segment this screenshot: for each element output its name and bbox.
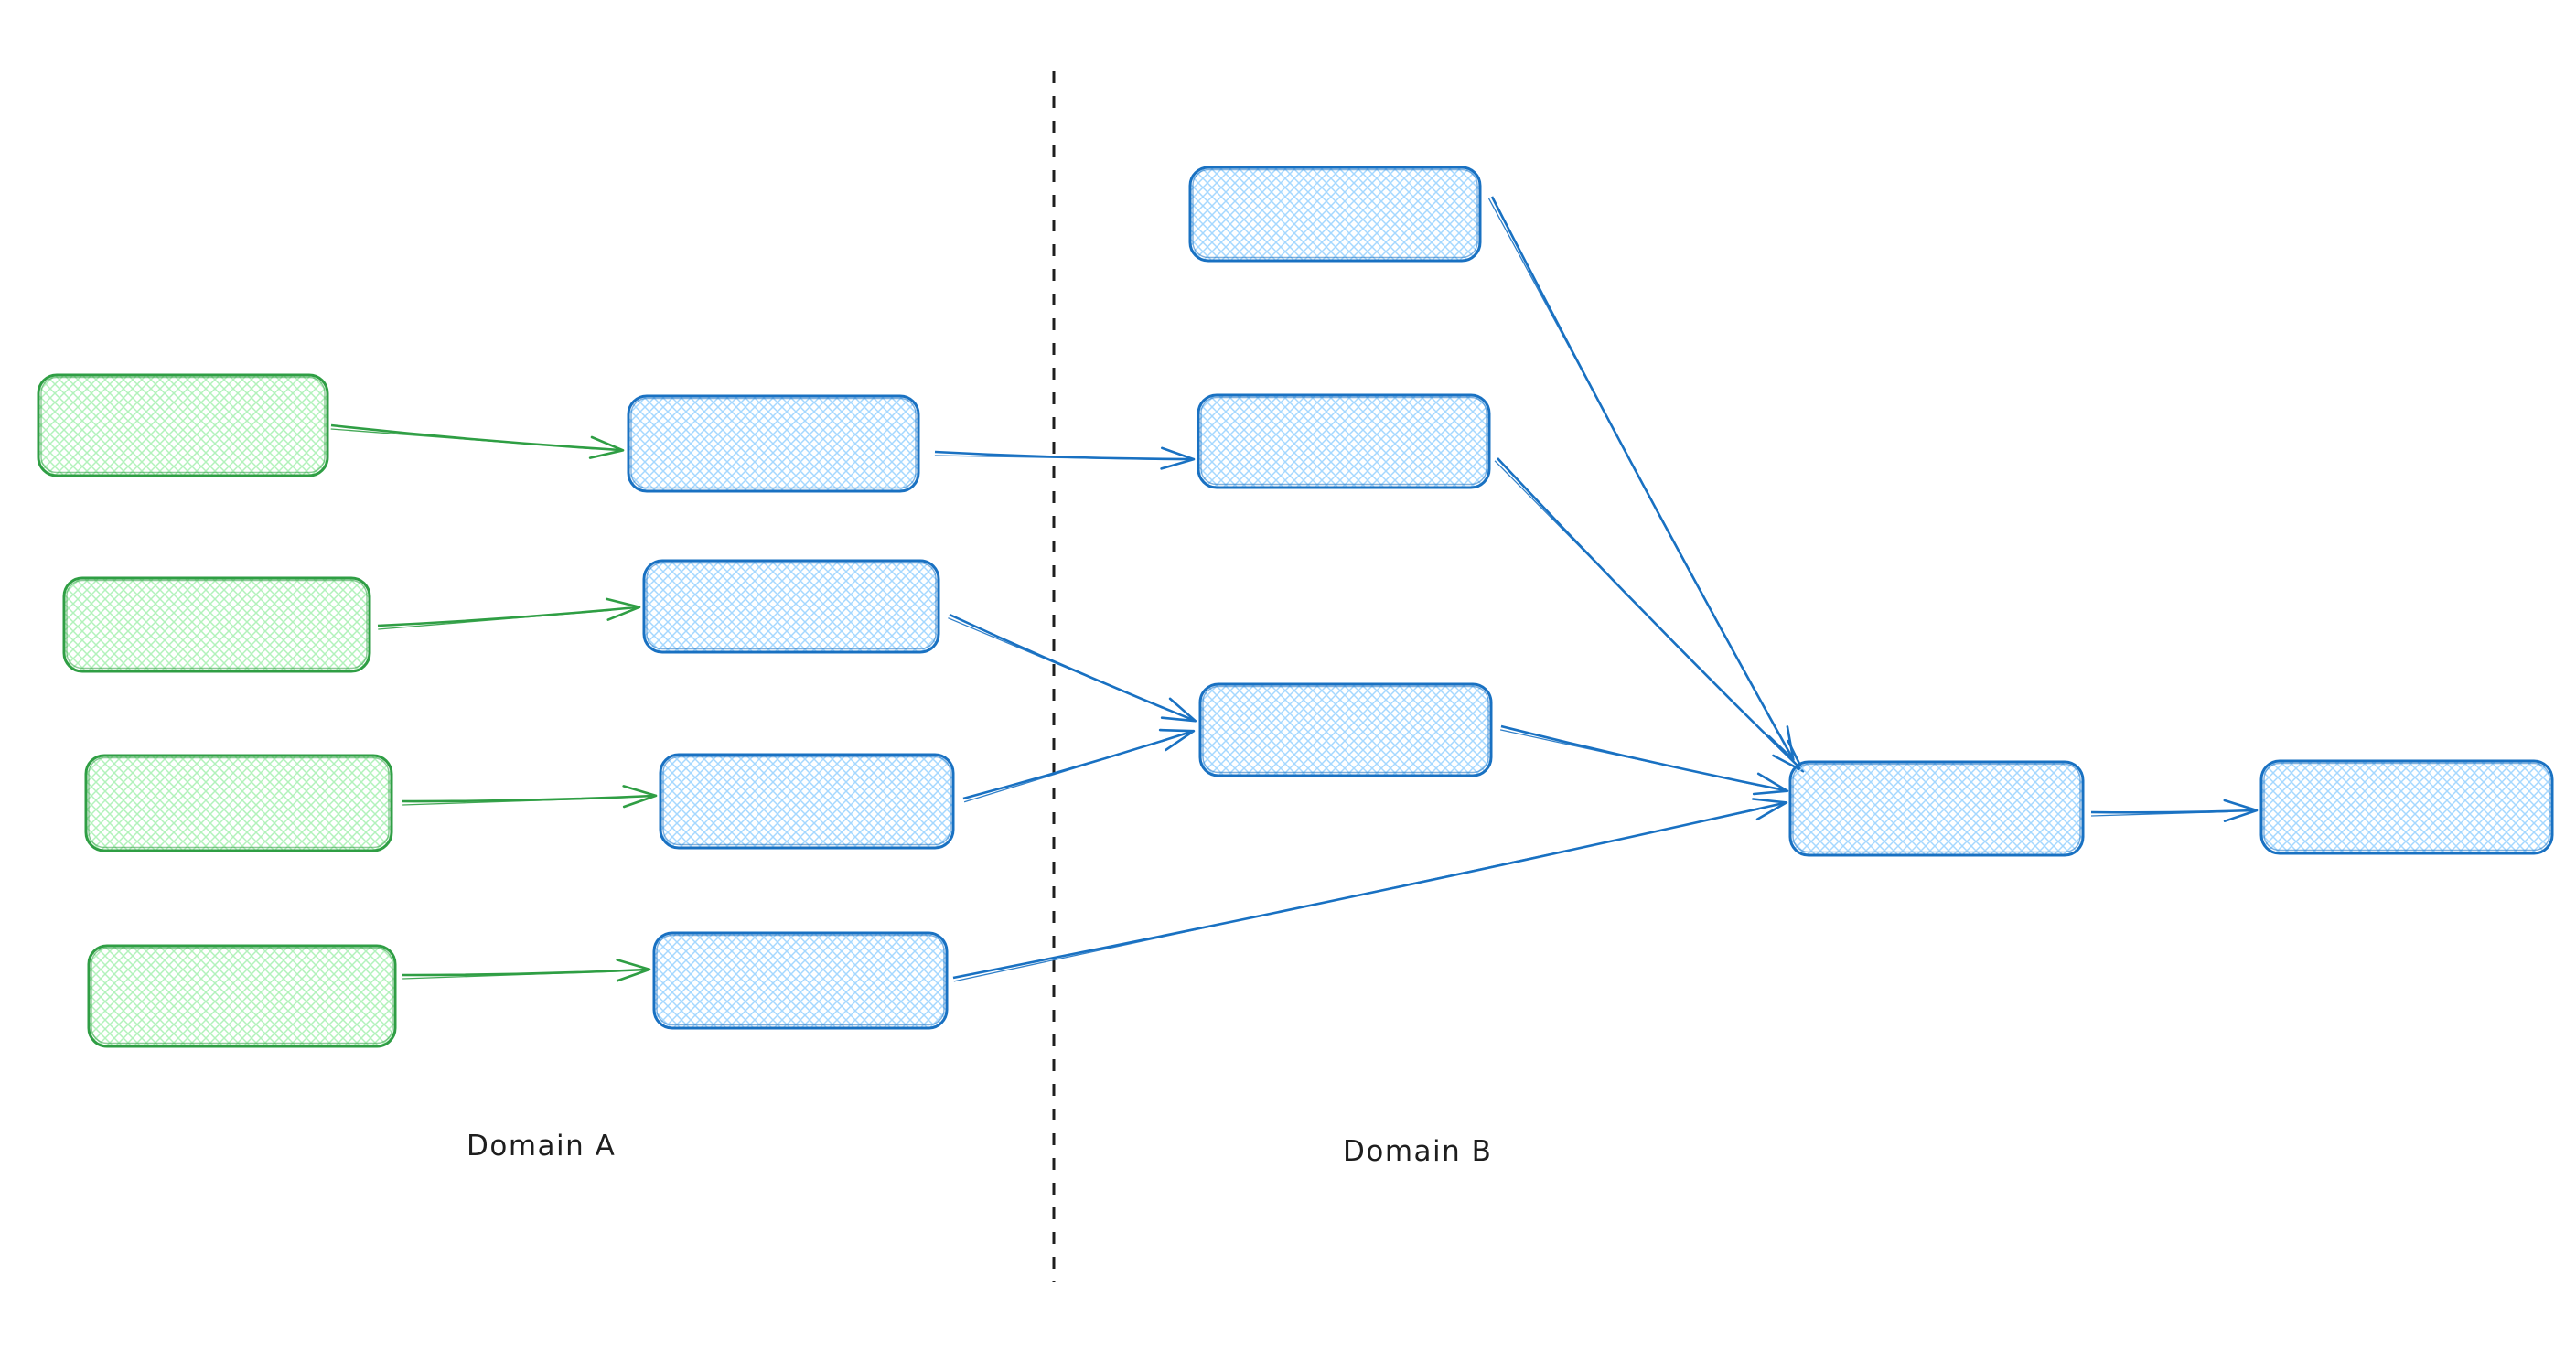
node-domain-a-source-4 — [87, 944, 397, 1048]
edge-source2-to-stage2-2 — [377, 597, 641, 630]
node-box-sketch-outline — [1192, 168, 1478, 259]
node-domain-b-output — [2259, 759, 2554, 855]
node-box — [652, 931, 949, 1030]
edge-sketch-stroke — [953, 809, 1759, 982]
nodes-layer — [37, 166, 2554, 1048]
node-box — [84, 754, 393, 852]
edge-source4-to-stage2-4 — [402, 959, 651, 982]
edge-b-top-to-b-hub — [1487, 196, 1795, 761]
edge-sketch-stroke — [948, 617, 1170, 712]
edge-source3-to-stage2-3 — [402, 785, 658, 809]
node-domain-a-source-1 — [37, 373, 329, 477]
node-domain-a-source-2 — [62, 576, 371, 673]
edge-b-hub-to-b-output — [2090, 799, 2259, 822]
edge-stage2-3-to-b-lower — [962, 728, 1196, 803]
edge-sketch-stroke — [2090, 810, 2229, 817]
node-box — [1188, 166, 1482, 263]
edge-sketch-stroke — [402, 797, 628, 806]
edge-sketch-stroke — [1487, 198, 1780, 736]
edge-b-lower-to-b-hub — [1499, 724, 1789, 796]
edge-shaft — [330, 423, 621, 452]
arrowhead-icon — [588, 435, 625, 459]
arrowhead-icon — [1752, 798, 1788, 820]
arrowhead-icon — [1160, 697, 1197, 723]
arrowhead-icon — [1752, 772, 1789, 796]
node-domain-b-lower — [1198, 682, 1493, 777]
node-box — [62, 576, 371, 673]
node-domain-a-stage2-4 — [652, 931, 949, 1030]
domain-a-label: Domain A — [467, 1130, 616, 1163]
edges-layer — [330, 196, 2259, 982]
node-box — [642, 559, 940, 654]
edge-shaft — [962, 730, 1192, 800]
node-domain-a-stage2-1 — [627, 394, 920, 493]
node-box-sketch-outline — [2263, 762, 2550, 852]
node-box-sketch-outline — [66, 579, 368, 670]
node-domain-a-source-3 — [84, 754, 393, 852]
node-domain-b-top — [1188, 166, 1482, 263]
edge-stage2-4-to-b-hub — [952, 798, 1788, 982]
arrowhead-icon — [2223, 799, 2259, 822]
node-box-sketch-outline — [646, 562, 937, 650]
node-domain-a-stage2-3 — [659, 753, 955, 850]
edge-sketch-stroke — [402, 970, 622, 980]
arrowhead-icon — [1158, 728, 1196, 752]
node-box — [1198, 682, 1493, 777]
node-box — [1788, 760, 2085, 857]
node-box-sketch-outline — [1792, 763, 2081, 853]
edge-shaft — [1500, 724, 1786, 792]
edge-shaft — [2090, 809, 2255, 814]
node-box-sketch-outline — [630, 397, 917, 489]
edge-sketch-stroke — [934, 455, 1166, 461]
edge-b-middle-to-b-hub — [1494, 457, 1805, 773]
edge-source1-to-stage2-1 — [330, 423, 625, 459]
node-box-sketch-outline — [88, 756, 390, 849]
edge-shaft — [377, 606, 638, 627]
node-box — [1197, 393, 1491, 489]
node-box — [659, 753, 955, 850]
node-box — [37, 373, 329, 477]
edge-shaft — [949, 613, 1194, 722]
node-box — [2259, 759, 2554, 855]
edge-shaft — [1497, 457, 1802, 770]
node-domain-b-middle — [1197, 393, 1491, 489]
node-box — [87, 944, 397, 1048]
edge-stage2-2-to-b-lower — [948, 613, 1197, 723]
arrowhead-icon — [616, 959, 651, 982]
node-box-sketch-outline — [1202, 685, 1489, 774]
edge-sketch-stroke — [1494, 460, 1784, 753]
node-domain-a-stage2-2 — [642, 559, 940, 654]
node-box-sketch-outline — [1200, 396, 1487, 486]
edge-sketch-stroke — [330, 428, 596, 450]
node-domain-b-hub — [1788, 760, 2085, 857]
domain-b-label: Domain B — [1343, 1135, 1492, 1168]
edge-shaft — [1490, 196, 1794, 758]
node-box-sketch-outline — [40, 376, 326, 474]
edge-stage2-1-to-b-middle — [934, 446, 1196, 470]
node-box-sketch-outline — [662, 756, 951, 846]
edge-sketch-stroke — [963, 739, 1167, 803]
arrowhead-icon — [622, 785, 658, 809]
edge-shaft — [952, 801, 1785, 980]
node-box-sketch-outline — [91, 947, 393, 1045]
node-box — [627, 394, 920, 493]
edge-sketch-stroke — [1499, 729, 1760, 787]
arrowhead-icon — [1160, 446, 1196, 470]
arrowhead-icon — [605, 597, 641, 621]
edge-sketch-stroke — [378, 609, 612, 630]
node-box-sketch-outline — [656, 934, 945, 1026]
